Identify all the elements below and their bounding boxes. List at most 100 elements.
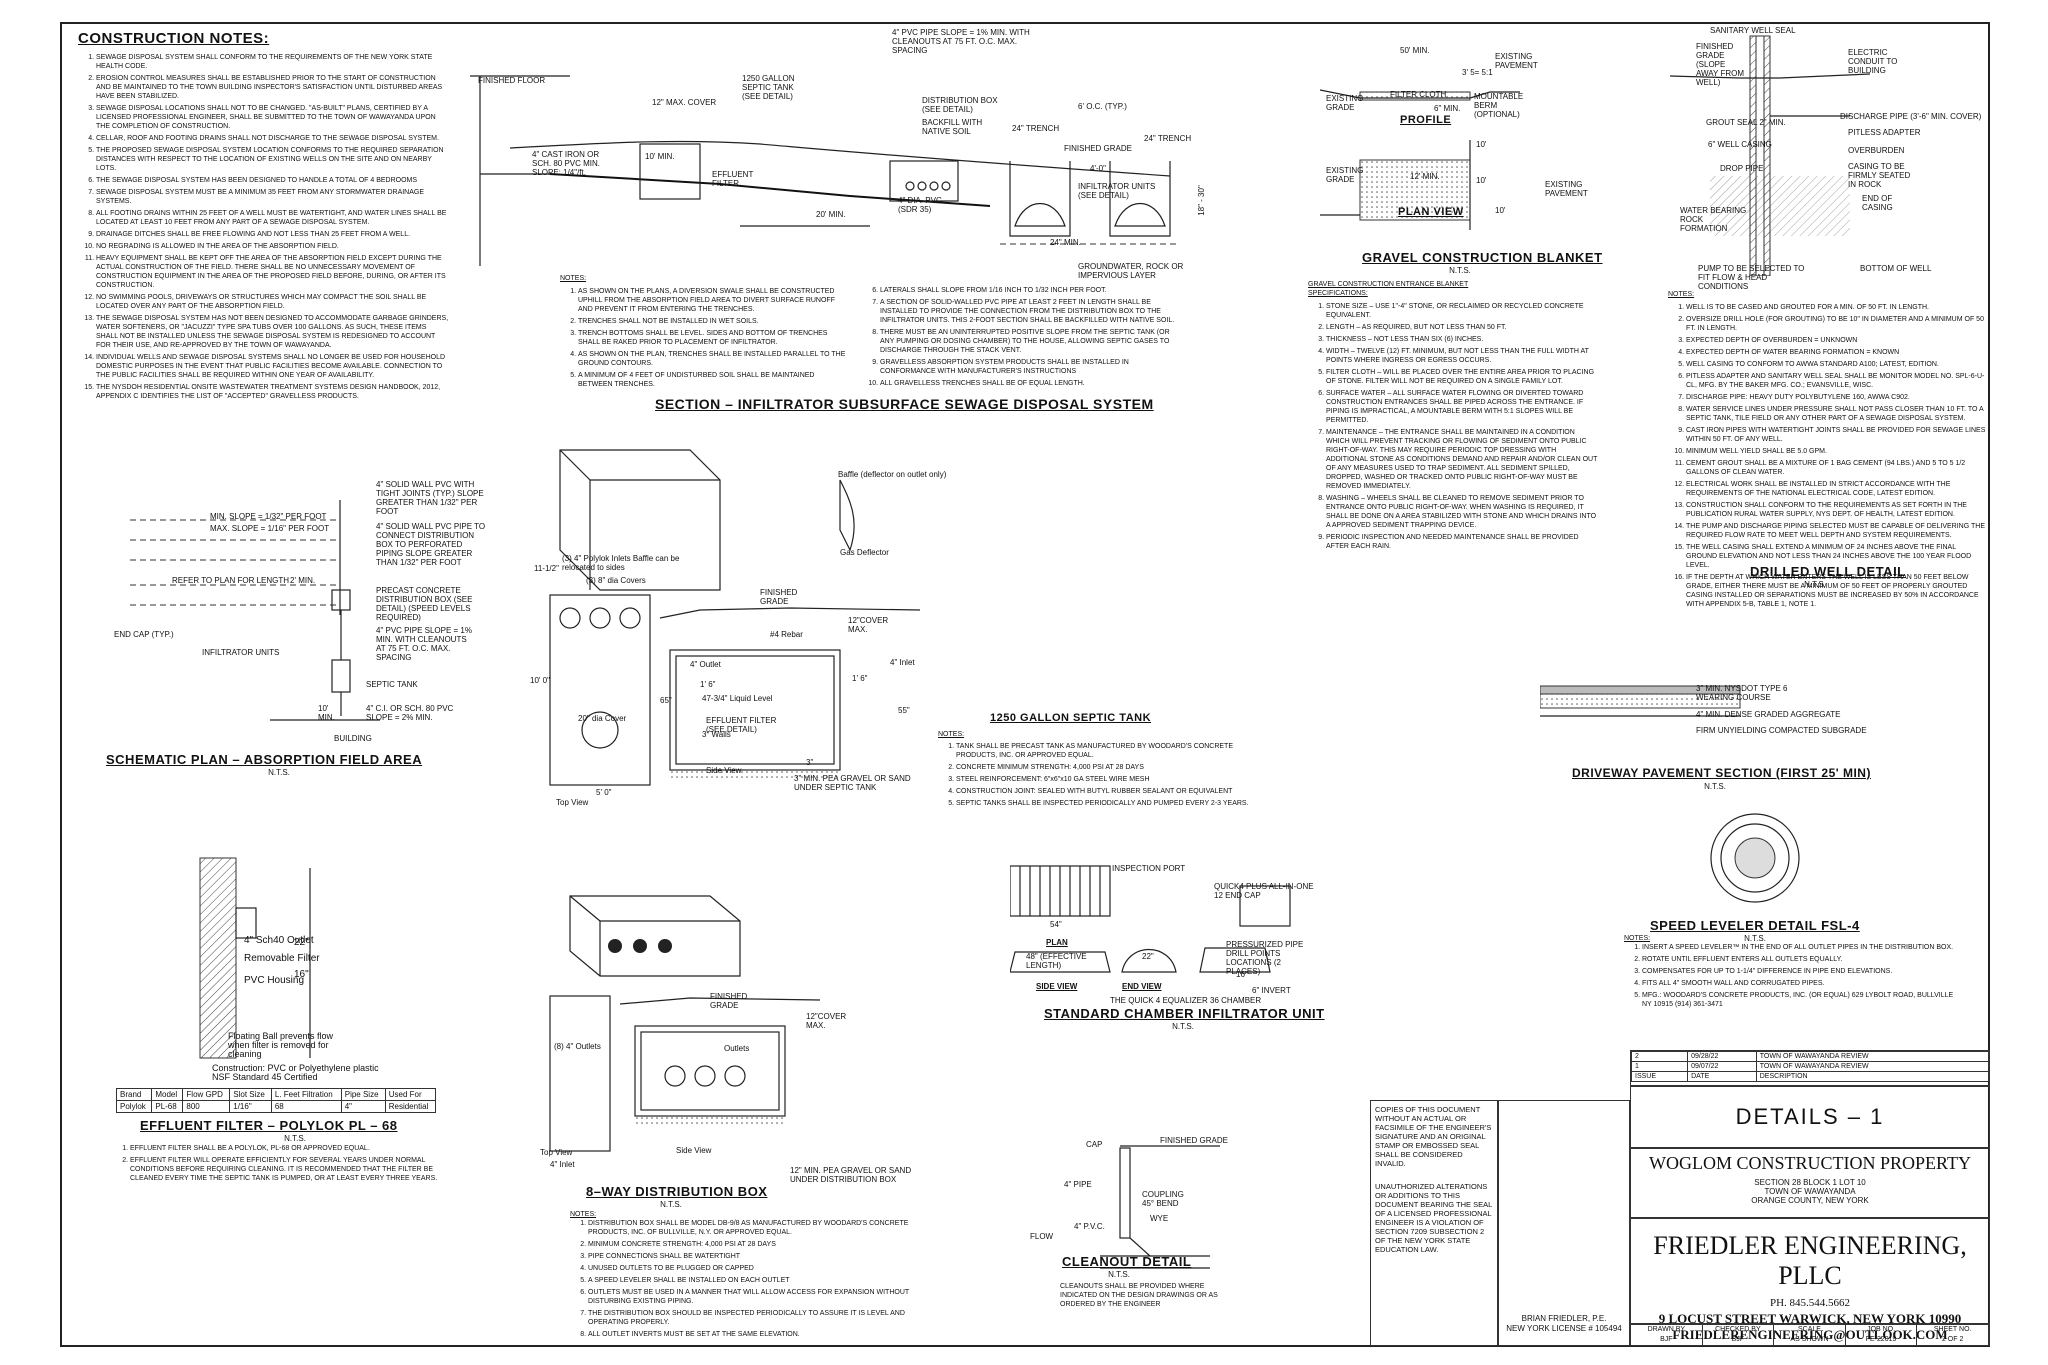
footer-label: CHECKED BY [1715,1326,1761,1333]
list-item: INSERT A SPEED LEVELER™ IN THE END OF AL… [1642,943,1954,952]
sp-ci: 4" C.I. OR SCH. 80 PVC SLOPE = 2% MIN. [366,704,454,722]
engineer-stamp-box: BRIAN FRIEDLER, P.E. NEW YORK LICENSE # … [1498,1100,1630,1346]
section-infiltrator-notes-right: LATERALS SHALL SLOPE FROM 1/16 INCH TO 1… [862,286,1177,391]
list-item: THE DISTRIBUTION BOX SHOULD BE INSPECTED… [588,1309,910,1327]
list-item: WATER SERVICE LINES UNDER PRESSURE SHALL… [1686,405,1988,423]
septic-tank-notes: NOTES: TANK SHALL BE PRECAST TANK AS MAN… [938,730,1268,811]
list-item: SEWAGE DISPOSAL LOCATIONS SHALL NOT TO B… [96,104,450,131]
gb-50min: 50' MIN. [1400,46,1430,55]
list-item: SURFACE WATER – ALL SURFACE WATER FLOWIN… [1326,389,1598,425]
st-walls: 3" Walls [702,730,731,739]
chamber-nts: N.T.S. [1172,1022,1194,1031]
lbl-max-cover: 12" MAX. COVER [652,98,717,107]
speed-leveler-notes: NOTES: INSERT A SPEED LEVELER™ IN THE EN… [1624,934,1954,1012]
st-covers: (3) 8" dia Covers [586,576,646,585]
table-cell: 68 [270,1100,342,1113]
sp-refer: REFER TO PLAN FOR LENGTH [172,576,290,585]
co-wye: WYE [1150,1214,1169,1223]
cleanout-nts: N.T.S. [1108,1270,1130,1279]
list-item: EXPECTED DEPTH OF WATER BEARING FORMATIO… [1686,348,1988,357]
list-item: A SPEED LEVELER SHALL BE INSTALLED ON EA… [588,1276,910,1285]
cleanout-note: CLEANOUTS SHALL BE PROVIDED WHERE INDICA… [1060,1283,1218,1308]
list-item: ELECTRICAL WORK SHALL BE INSTALLED IN ST… [1686,480,1988,498]
co-pvc: 4" P.V.C. [1074,1222,1105,1231]
co-cap: CAP [1086,1140,1103,1149]
dw-rock: WATER BEARING ROCK FORMATION [1680,206,1747,233]
list-item: DRAINAGE DITCHES SHALL BE FREE FLOWING A… [96,230,450,239]
list-item: WASHING – WHEELS SHALL BE CLEANED TO REM… [1326,494,1598,530]
footer-cell: SHEET NO.2 OF 2 [1917,1325,1989,1345]
st-baffle: Baffle (deflector on outlet only) [838,470,947,479]
engineer-license: NEW YORK LICENSE # 105494 [1506,1324,1622,1333]
list-item: PIPE CONNECTIONS SHALL BE WATERTIGHT [588,1252,910,1261]
list-item: DISTRIBUTION BOX SHALL BE MODEL DB-9/8 A… [588,1219,910,1237]
db-outlets8: (8) 4" Outlets [554,1042,601,1051]
effluent-filter-drawing [199,857,311,1059]
gb-existing-grade2: EXISTING GRADE [1326,166,1364,184]
list-item: A MINIMUM OF 4 FEET OF UNDISTURBED SOIL … [578,371,850,389]
dw-casing6: 6" WELL CASING [1708,140,1772,149]
dw-electric: ELECTRIC CONDUIT TO BUILDING [1848,48,1898,75]
ef-floating: Floating Ball prevents flow when filter … [228,1031,334,1059]
db-outlets: Outlets [724,1044,750,1053]
lbl-ten-min: 10' MIN. [645,152,675,161]
st-one-six-a: 1' 6" [700,680,716,689]
revision-header-issue: ISSUE [1630,1071,1689,1082]
ef-22: 22" [294,937,309,948]
list-item: EFFLUENT FILTER SHALL BE A POLYLOK, PL-6… [130,1144,452,1153]
st-gravel: 3" MIN. PEA GRAVEL OR SAND UNDER SEPTIC … [794,774,911,792]
list-item: OUTLETS MUST BE USED IN A MANNER THAT WI… [588,1288,910,1306]
ef-construction: Construction: PVC or Polyethylene plasti… [212,1063,379,1082]
list-item: LENGTH – AS REQUIRED, BUT NOT LESS THAN … [1326,323,1598,332]
list-item: ALL OUTLET INVERTS MUST BE SET AT THE SA… [588,1330,910,1339]
ch-side-view: SIDE VIEW [1036,982,1078,991]
lbl-depth: 18" - 30" [1196,185,1206,216]
st-outlet: 4" Outlet [690,660,721,669]
table-header-cell: Flow GPD [182,1088,231,1101]
list-item: CAST IRON PIPES WITH WATERTIGHT JOINTS S… [1686,426,1988,444]
lbl-oc: 6' O.C. (TYP.) [1078,102,1127,111]
drilled-well-drawing [1670,35,1871,276]
revision-date: 09/28/22 [1687,1051,1757,1062]
schematic-plan-nts: N.T.S. [268,768,290,777]
list-item: TRENCH BOTTOMS SHALL BE LEVEL. SIDES AND… [578,329,850,347]
cleanout-title: CLEANOUT DETAIL [1062,1254,1192,1269]
section-infiltrator-drawing [470,75,1180,266]
db-side-view: Side View [676,1146,712,1155]
st-dim11: 11-1/2" [534,564,559,573]
list-item: LATERALS SHALL SLOPE FROM 1/16 INCH TO 1… [880,286,1177,295]
gravel-spec-title: GRAVEL CONSTRUCTION ENTRANCE BLANKET SPE… [1308,281,1469,297]
ch-16: 16" [1236,970,1248,979]
gravel-blanket-drawing [1320,89,1520,230]
project-name: WOGLOM CONSTRUCTION PROPERTY [1649,1153,1971,1173]
driveway-drawing [1540,685,1741,717]
speed-leveler-title: SPEED LEVELER DETAIL FSL-4 [1650,918,1860,933]
copy-notice: COPIES OF THIS DOCUMENT WITHOUT AN ACTUA… [1375,1105,1492,1168]
revision-header-date: DATE [1687,1071,1757,1082]
gb-filter-cloth: FILTER CLOTH [1390,90,1447,99]
list-item: STONE SIZE – USE 1"-4" STONE, OR RECLAIM… [1326,302,1598,320]
dw-grout-seal: GROUT SEAL 2" MIN. [1706,118,1786,127]
list-item: PITLESS ADAPTER AND SANITARY WELL SEAL S… [1686,372,1988,390]
sp-solid-wall2: 4" SOLID WALL PVC PIPE TO CONNECT DISTRI… [376,522,486,567]
list-item: THICKNESS – NOT LESS THAN SIX (6) INCHES… [1326,335,1598,344]
st-five-zero: 5' 0" [596,788,612,797]
co-finished-grade: FINISHED GRADE [1160,1136,1229,1145]
list-item: ROTATE UNTIL EFFLUENT ENTERS ALL OUTLETS… [1642,955,1954,964]
footer-value: AS SHOWN [1790,1336,1829,1343]
table-header-cell: Slot Size [229,1088,272,1101]
db-inlet: 4" Inlet [550,1160,575,1169]
sp-infiltrator-units: INFILTRATOR UNITS [202,648,280,657]
list-item: INDIVIDUAL WELLS AND SEWAGE DISPOSAL SYS… [96,353,450,380]
db-top-view: Top View [540,1148,573,1157]
lbl-four-min: 4'-0" [1090,164,1106,173]
list-item: A SECTION OF SOLID-WALLED PVC PIPE AT LE… [880,298,1177,325]
sheet-title: DETAILS – 1 [1735,1104,1885,1129]
gb-10c: 10' [1495,206,1506,215]
